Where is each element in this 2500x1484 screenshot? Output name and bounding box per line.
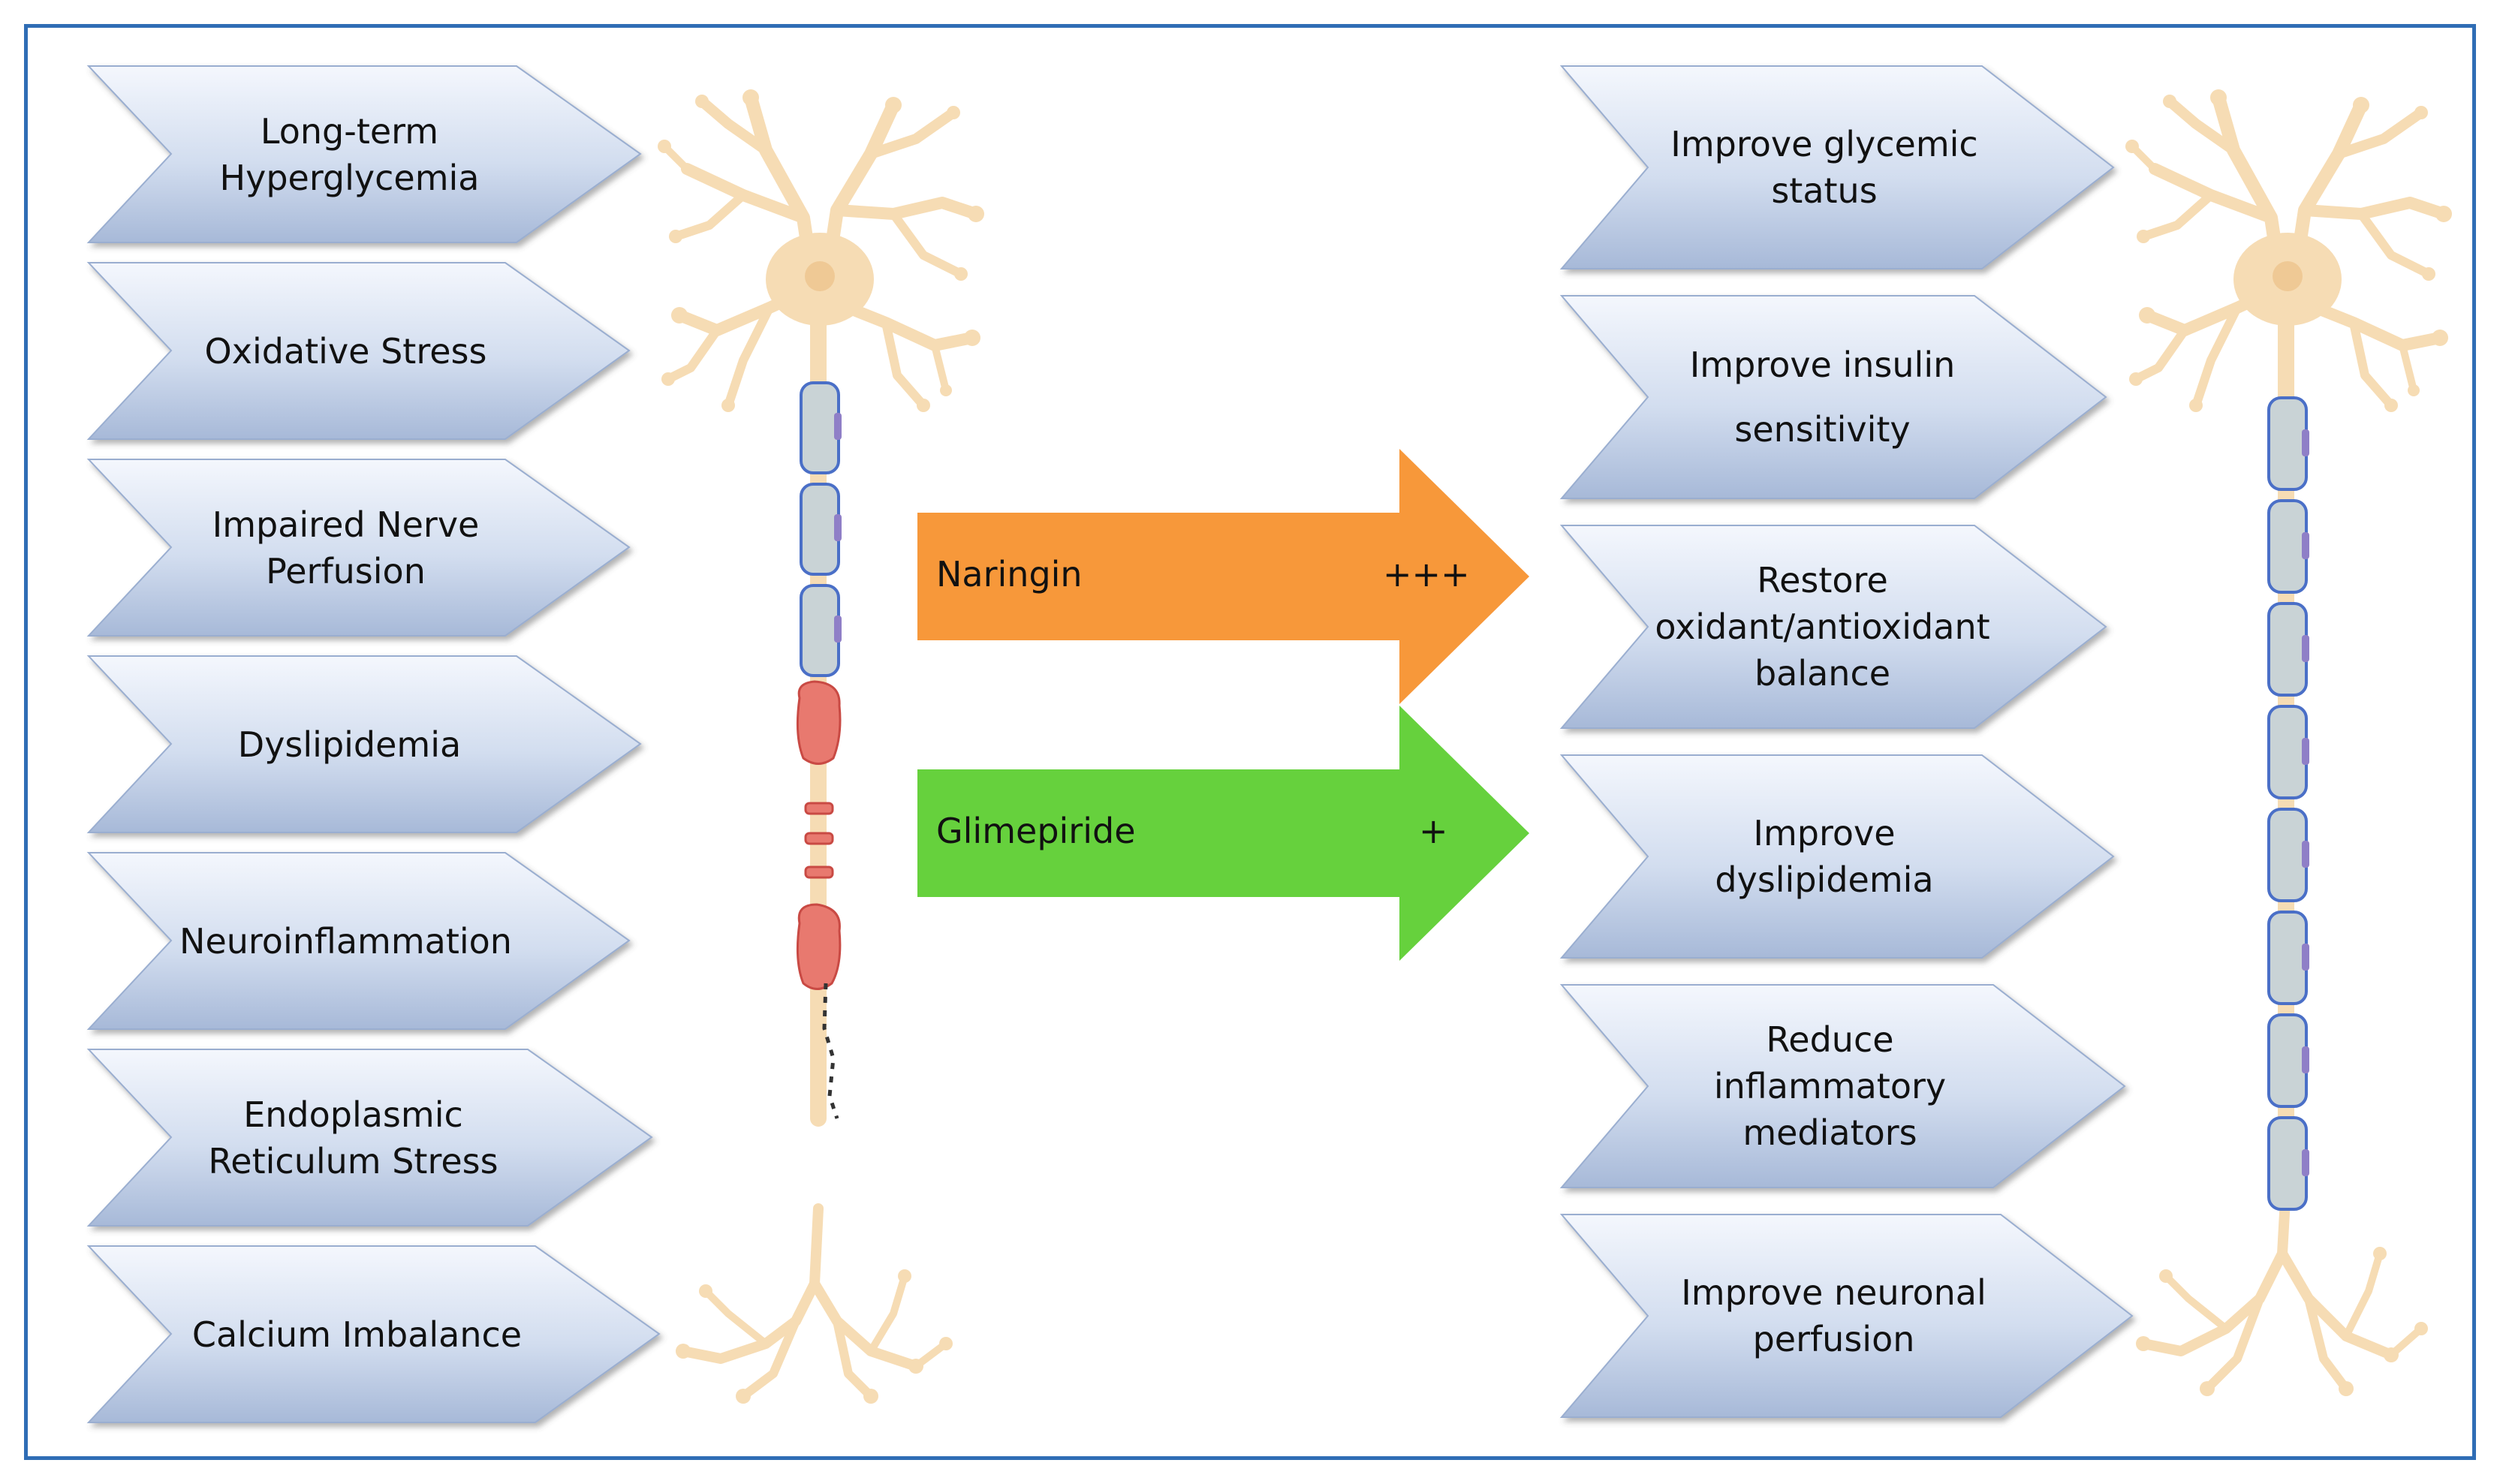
healthy-neuron-illustration xyxy=(2125,89,2452,1396)
cause-chevron: Oxidative Stress xyxy=(86,262,631,440)
glimepiride-arrow: Glimepiride + xyxy=(917,706,1529,961)
naringin-label: Naringin xyxy=(936,554,1083,595)
cause-label: Oxidative Stress xyxy=(204,330,487,372)
cause-label: Calcium Imbalance xyxy=(191,1314,523,1355)
naringin-arrow: Naringin +++ xyxy=(917,449,1529,704)
glimepiride-strength: + xyxy=(1419,811,1448,851)
nucleus xyxy=(805,261,835,291)
cause-chevron: Neuroinflammation xyxy=(86,852,631,1030)
glimepiride-label: Glimepiride xyxy=(936,811,1136,851)
cause-label: Dyslipidemia xyxy=(237,724,462,765)
cause-label: Neuroinflammation xyxy=(179,920,512,962)
damaged-neuron-illustration xyxy=(658,89,984,1404)
cause-chevron: Dyslipidemia xyxy=(86,655,642,833)
naringin-strength: +++ xyxy=(1383,554,1470,595)
cause-chevron: Calcium Imbalance xyxy=(86,1245,661,1423)
figure-frame xyxy=(24,24,2476,1460)
nucleus xyxy=(2273,261,2303,291)
